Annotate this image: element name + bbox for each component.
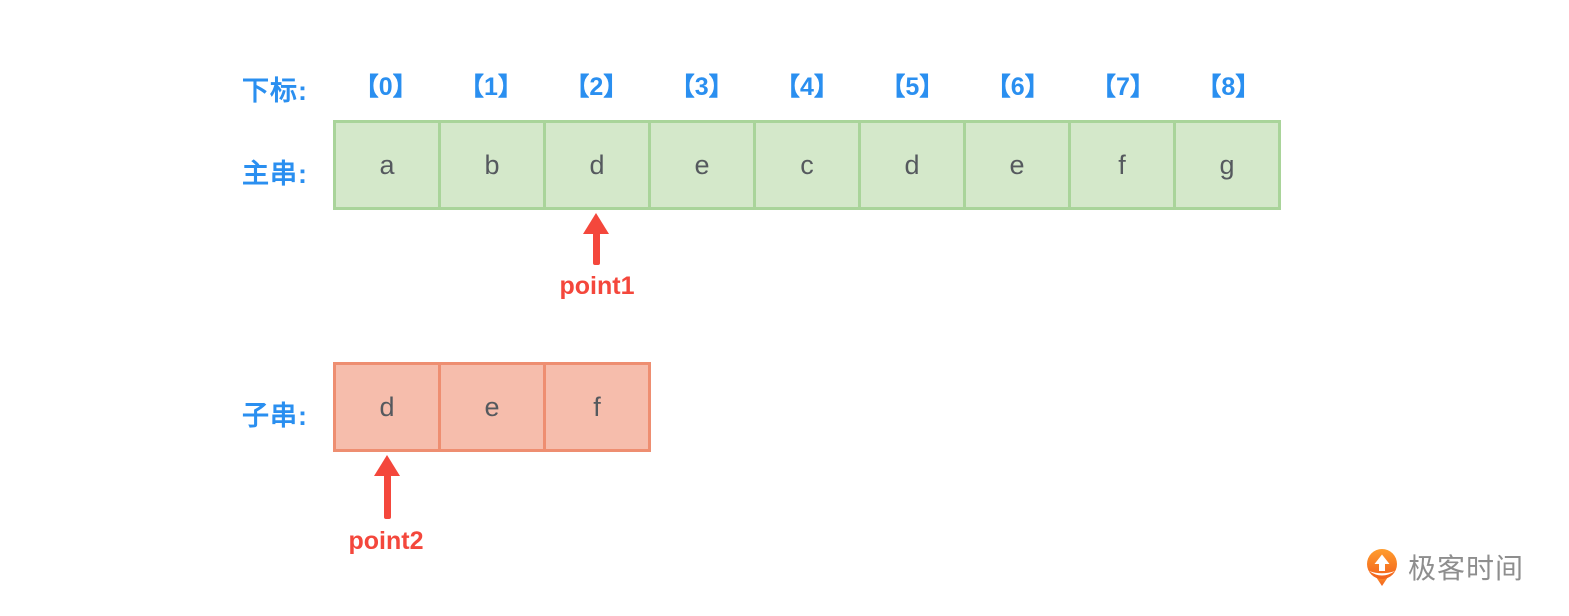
main-string-cell: g	[1176, 123, 1278, 207]
brand-logo-text: 极客时间	[1408, 553, 1525, 584]
index-label: 【6】	[985, 73, 1050, 101]
main-string-cell: d	[546, 123, 648, 207]
index-label: 【8】	[1196, 73, 1261, 101]
arrow-head	[374, 455, 400, 476]
main-string-cell: c	[756, 123, 858, 207]
main-string-cell: a	[336, 123, 438, 207]
arrow-head	[583, 213, 609, 234]
index-label: 【3】	[669, 73, 734, 101]
arrow-stem	[592, 234, 600, 265]
arrow-stem	[383, 476, 391, 519]
index-label: 【0】	[353, 73, 418, 101]
index-label: 【4】	[775, 73, 839, 101]
index-row-label: 下标:	[242, 76, 308, 106]
pointer2-label: point2	[348, 527, 424, 555]
main-string-cell: e	[651, 123, 753, 207]
main-string-cell: e	[966, 123, 1068, 207]
index-label: 【5】	[880, 73, 945, 101]
sub-string-cell: f	[546, 365, 648, 449]
main-string-cell: b	[441, 123, 543, 207]
index-label: 【1】	[459, 73, 523, 101]
sub-string-cell: d	[336, 365, 438, 449]
pointer2-arrow-up-icon	[374, 455, 400, 519]
pointer1-label: point1	[559, 272, 635, 300]
main-string-cell: d	[861, 123, 963, 207]
index-labels-row: 【0】 【1】 【2】 【3】 【4】 【5】 【6】 【7】 【8】	[333, 67, 1281, 103]
sub-string-cell: e	[441, 365, 543, 449]
geektime-logo-icon	[1367, 549, 1397, 586]
main-string-cell: f	[1071, 123, 1173, 207]
sub-string-label: 子串:	[242, 401, 308, 431]
pointer1-arrow-up-icon	[583, 213, 609, 265]
main-string-label: 主串:	[242, 159, 308, 189]
index-label: 【2】	[564, 73, 629, 101]
brand-logo: 极客时间	[1363, 547, 1524, 587]
index-label: 【7】	[1091, 73, 1155, 101]
